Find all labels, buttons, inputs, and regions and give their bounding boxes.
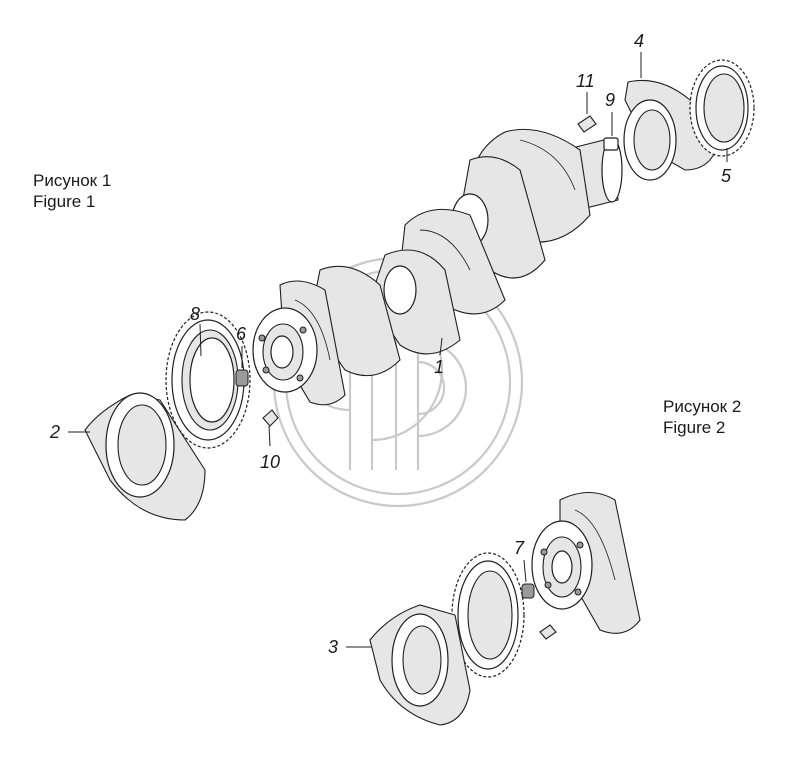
leader-1 bbox=[439, 337, 443, 356]
callout-10: 10 bbox=[260, 452, 280, 472]
figure2-caption-en: Figure 2 bbox=[663, 418, 726, 437]
crankshaft bbox=[252, 128, 623, 406]
bolt-part-6 bbox=[235, 369, 249, 387]
counterweight-front bbox=[84, 392, 206, 521]
callout-5: 5 bbox=[721, 166, 732, 186]
leader-7 bbox=[523, 559, 527, 583]
callout-6: 6 bbox=[236, 324, 247, 344]
figure2-caption: Рисунок 2 Figure 2 bbox=[663, 396, 741, 438]
gear-ring-variant bbox=[451, 552, 525, 678]
key-variant bbox=[539, 624, 557, 640]
callout-2: 2 bbox=[49, 422, 60, 442]
counterweight-rear bbox=[623, 79, 719, 181]
leader-10 bbox=[268, 425, 271, 447]
callout-9: 9 bbox=[605, 90, 615, 110]
callout-7: 7 bbox=[514, 538, 525, 558]
bolt-part-7 bbox=[521, 583, 535, 599]
gear-ring-front bbox=[165, 311, 251, 449]
figure2-caption-ru: Рисунок 2 bbox=[663, 397, 742, 416]
gear-ring-rear bbox=[689, 59, 755, 157]
callout-4: 4 bbox=[634, 31, 644, 51]
figure1-caption: Рисунок 1 Figure 1 bbox=[33, 170, 111, 212]
counterweight-variant bbox=[369, 604, 471, 726]
key-part-10 bbox=[262, 409, 279, 427]
figure1-caption-en: Figure 1 bbox=[33, 192, 96, 211]
callout-3: 3 bbox=[328, 637, 338, 657]
callout-11: 11 bbox=[576, 71, 595, 91]
dowel-part-9 bbox=[603, 137, 619, 151]
callout-8: 8 bbox=[190, 304, 200, 324]
key-part-11 bbox=[577, 115, 597, 133]
figure1-caption-ru: Рисунок 1 bbox=[33, 171, 112, 190]
crankshaft-front-variant bbox=[531, 491, 641, 634]
leader-8 bbox=[199, 323, 202, 357]
callout-1: 1 bbox=[434, 357, 444, 377]
